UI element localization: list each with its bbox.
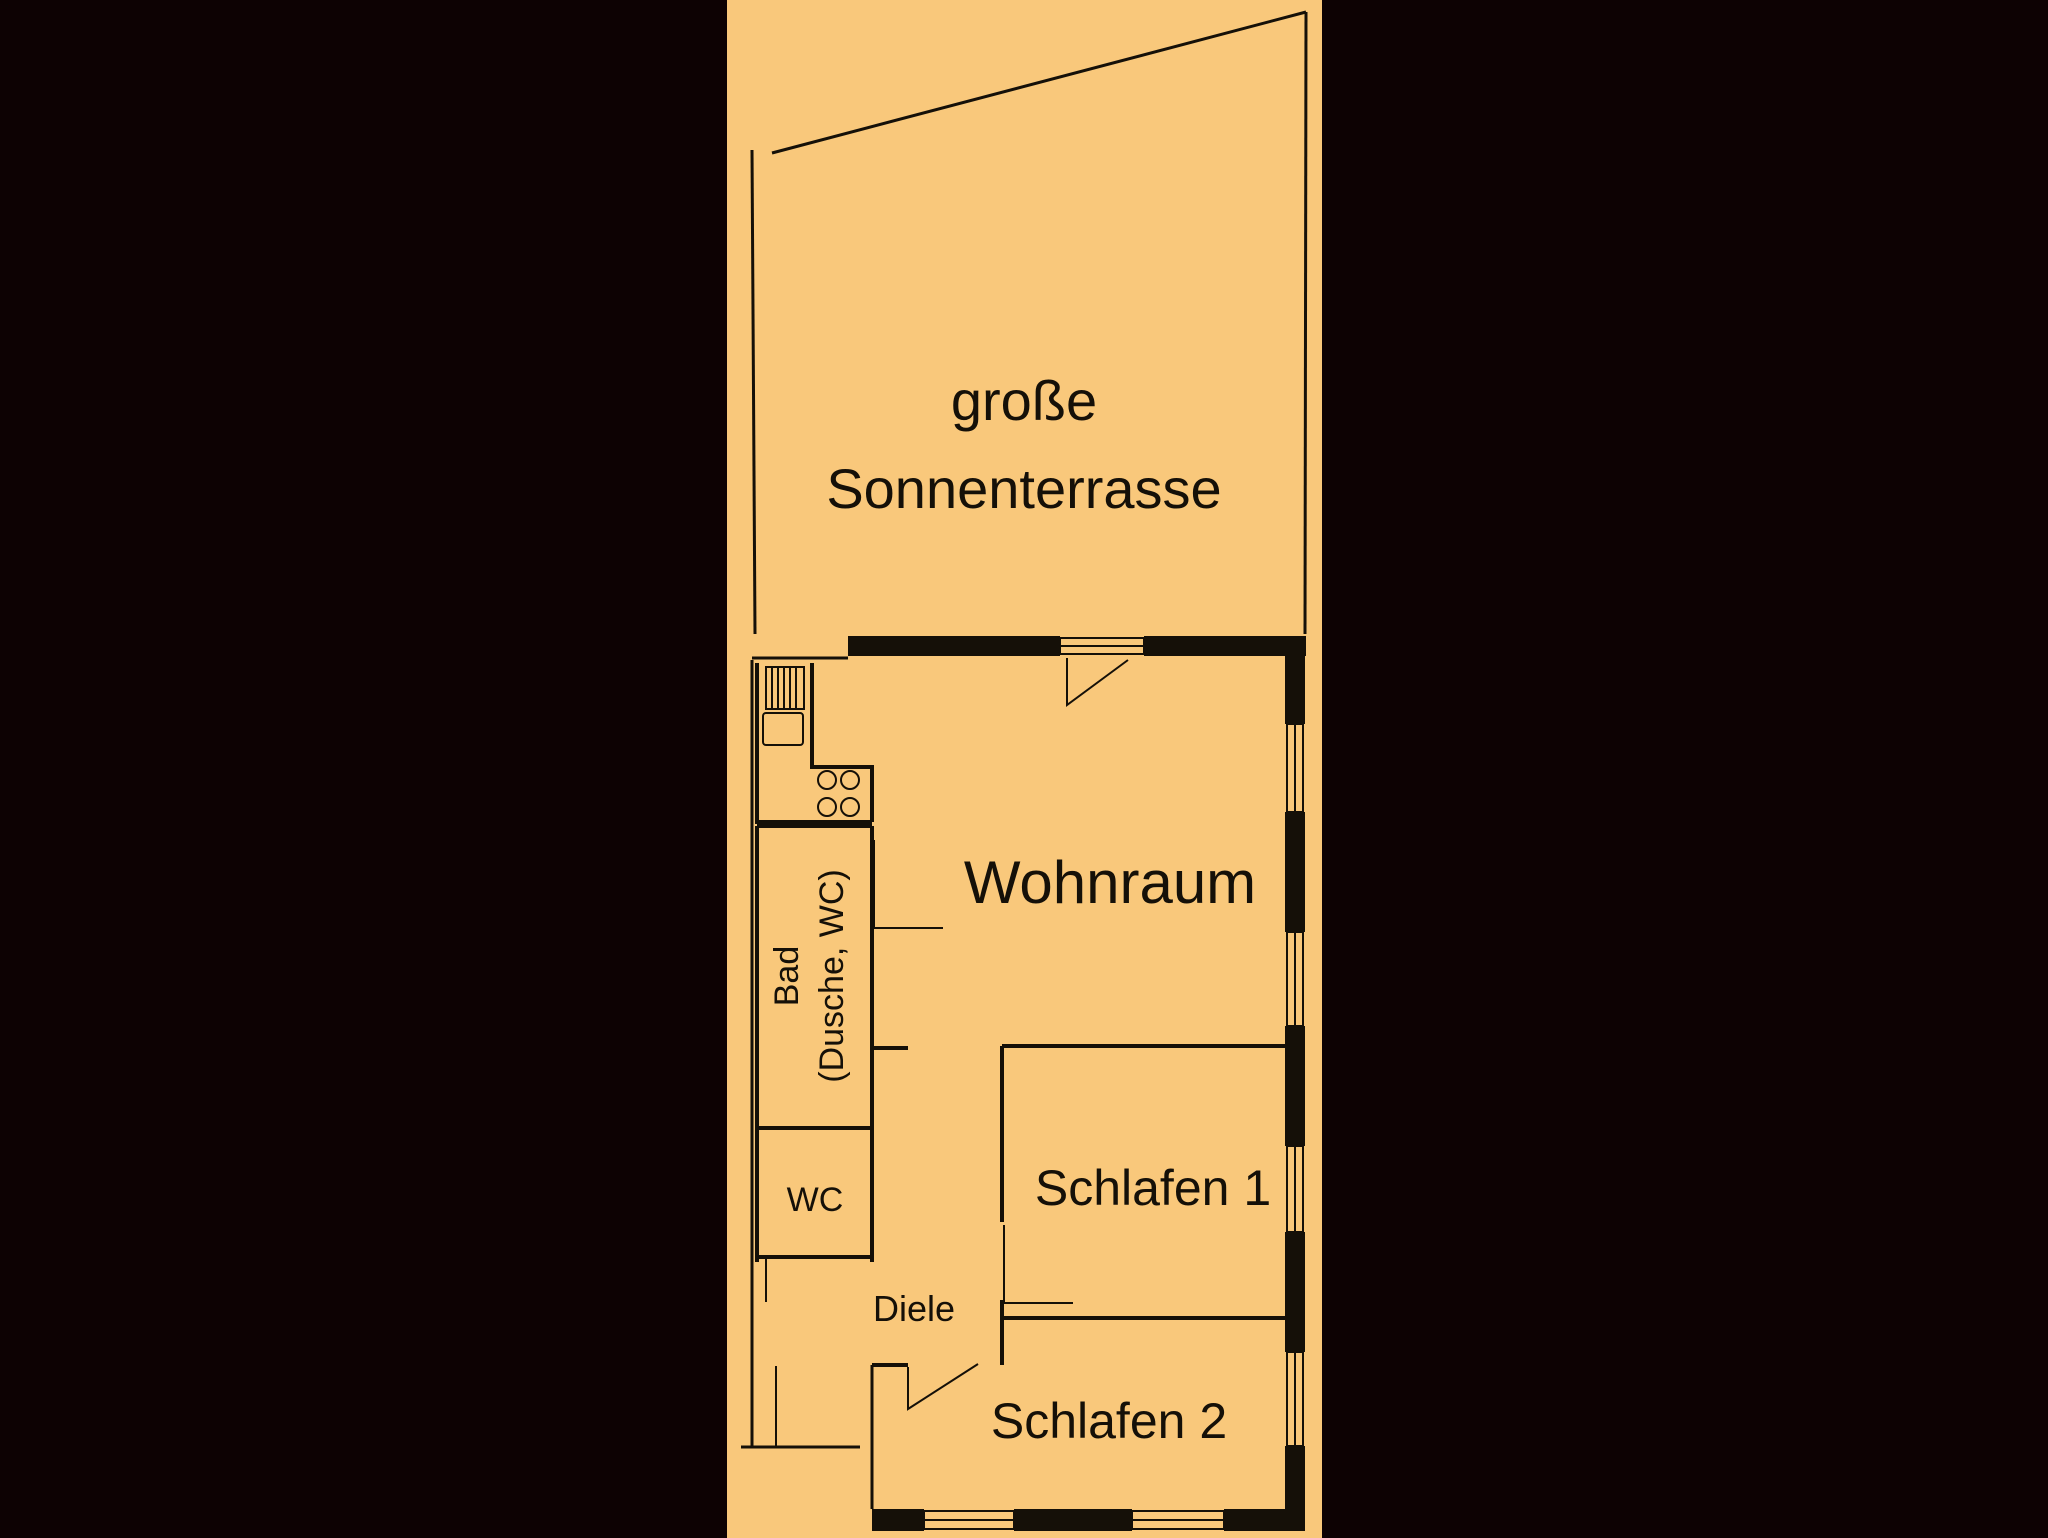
bath-label-line1: Bad: [768, 946, 806, 1007]
terrace-label-line2: Sonnenterrasse: [826, 457, 1221, 520]
hall-label: Diele: [873, 1288, 955, 1329]
windows: [923, 637, 1304, 1530]
terrace-outline: [750, 10, 1308, 635]
wc-label: WC: [787, 1181, 844, 1219]
exterior-walls: [848, 636, 1306, 1531]
kitchen-sink-icon: [762, 666, 805, 746]
stove-icon: [817, 770, 860, 817]
bedroom-1-label: Schlafen 1: [1035, 1160, 1271, 1216]
living-room-label: Wohnraum: [964, 849, 1256, 916]
bath-label-line2: (Dusche, WC): [813, 869, 851, 1082]
door-swings: [765, 658, 1129, 1448]
bedroom-2-label: Schlafen 2: [991, 1393, 1227, 1449]
terrace-label-line1: große: [951, 369, 1097, 432]
